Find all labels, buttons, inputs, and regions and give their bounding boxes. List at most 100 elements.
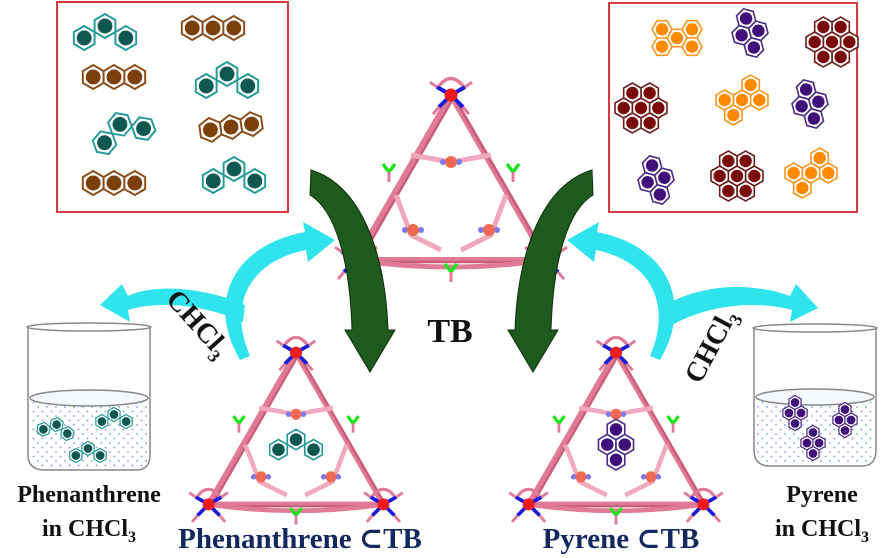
cage-bond <box>190 514 199 523</box>
beaker-right-label-line2: in CHCl3 <box>775 516 869 546</box>
ring-core <box>95 451 105 460</box>
ring-core <box>272 443 285 456</box>
nitrogen-atom <box>585 474 592 480</box>
ring-core <box>71 451 81 460</box>
ring-core <box>617 101 630 115</box>
ring-core <box>670 31 684 45</box>
cage-edge-inner <box>530 353 620 507</box>
cage-bond <box>685 514 694 523</box>
ring-core <box>834 50 847 64</box>
inner-metal-atom <box>645 471 657 483</box>
ring-core <box>198 78 214 94</box>
ring-core <box>790 398 800 407</box>
ring-core <box>136 121 152 136</box>
anthracene-molecule <box>81 169 147 197</box>
corner-metal-atom <box>377 498 390 511</box>
cage-bond <box>715 491 724 499</box>
ring-core <box>718 93 731 107</box>
boron-atom <box>505 162 521 175</box>
cage-arm <box>624 443 669 498</box>
ring-core <box>685 23 699 36</box>
ring-core <box>735 93 749 107</box>
pyrene-molecule <box>731 7 769 59</box>
ring-core <box>121 417 131 426</box>
complex-label-right: Pyrene ⊂TB <box>543 523 700 555</box>
ring-core <box>202 122 218 138</box>
coronene-molecule <box>805 16 859 68</box>
cage-edge-inner <box>210 353 300 507</box>
cage-bond <box>365 514 374 523</box>
anthracene-molecule <box>198 111 264 143</box>
cage-bond <box>538 514 547 523</box>
ring-core <box>240 78 256 94</box>
cage-bond <box>308 339 317 347</box>
right-panel-molecules <box>614 7 859 206</box>
ring-core <box>106 69 122 85</box>
boron-atom <box>346 415 360 427</box>
nitrogen-atom <box>335 474 342 480</box>
ring-core <box>205 20 221 36</box>
boron-atom <box>232 415 246 427</box>
ring-core <box>739 154 752 168</box>
ring-core <box>846 415 856 425</box>
ring-core <box>808 428 818 437</box>
nitrogen-atom <box>285 411 292 417</box>
pyrene-molecule <box>637 154 675 206</box>
cage-edge <box>205 349 299 508</box>
cage-bond <box>334 245 343 254</box>
ring-core <box>744 78 757 92</box>
ring-core <box>685 40 699 53</box>
inner-metal-atom <box>290 408 302 420</box>
ring-core <box>76 30 92 46</box>
ring-core <box>722 184 735 198</box>
cage-bond <box>395 491 404 499</box>
cage-bond <box>598 362 607 372</box>
cage-edge <box>208 502 384 514</box>
ring-core <box>643 116 656 130</box>
cage-bond <box>510 514 519 523</box>
cage-edge <box>448 92 549 263</box>
corner-metal-atom <box>202 498 215 511</box>
ring-core <box>83 444 93 453</box>
ring-core <box>739 184 752 198</box>
ring-core <box>127 175 143 191</box>
beaker-left-label-line2: in CHCl3 <box>42 516 136 546</box>
cage-bond <box>275 339 284 347</box>
corner-metal-atom <box>697 498 710 511</box>
ring-core <box>106 175 122 191</box>
coronene-molecule <box>614 82 668 134</box>
ligand-ring <box>691 487 716 498</box>
left-panel-molecules <box>72 12 267 197</box>
uptake-arrow-left <box>309 169 396 373</box>
ring-core <box>97 18 113 34</box>
cage-arm <box>393 194 443 253</box>
ligand-ring <box>437 76 465 88</box>
nitrogen-atom <box>494 227 500 233</box>
corner-metal-atom <box>290 346 302 359</box>
ring-core <box>97 135 112 151</box>
cage-bond <box>278 362 287 372</box>
coronene-molecule <box>710 150 764 202</box>
ring-core <box>307 443 320 456</box>
ring-core <box>626 86 639 100</box>
ligand-ring <box>516 487 541 498</box>
nitrogen-atom <box>570 474 577 480</box>
cage-edge <box>525 349 619 508</box>
nitrogen-atom <box>250 474 257 480</box>
ring-core <box>600 438 614 451</box>
ring-core <box>655 23 669 36</box>
ring-core <box>814 438 824 448</box>
phenanthrene-molecule <box>201 155 267 195</box>
cage-bond <box>508 491 517 499</box>
ring-core <box>825 35 839 49</box>
inner-metal-atom <box>255 471 267 483</box>
cage-bond <box>540 491 549 499</box>
phenanthrene-molecule <box>69 440 107 464</box>
ring-core <box>748 169 761 183</box>
cage-edge-inner <box>297 353 388 507</box>
ring-core <box>802 438 812 448</box>
cage-arm <box>459 194 509 253</box>
cage-bond <box>556 271 566 281</box>
cage-bond <box>713 514 722 523</box>
ring-core <box>808 35 821 49</box>
